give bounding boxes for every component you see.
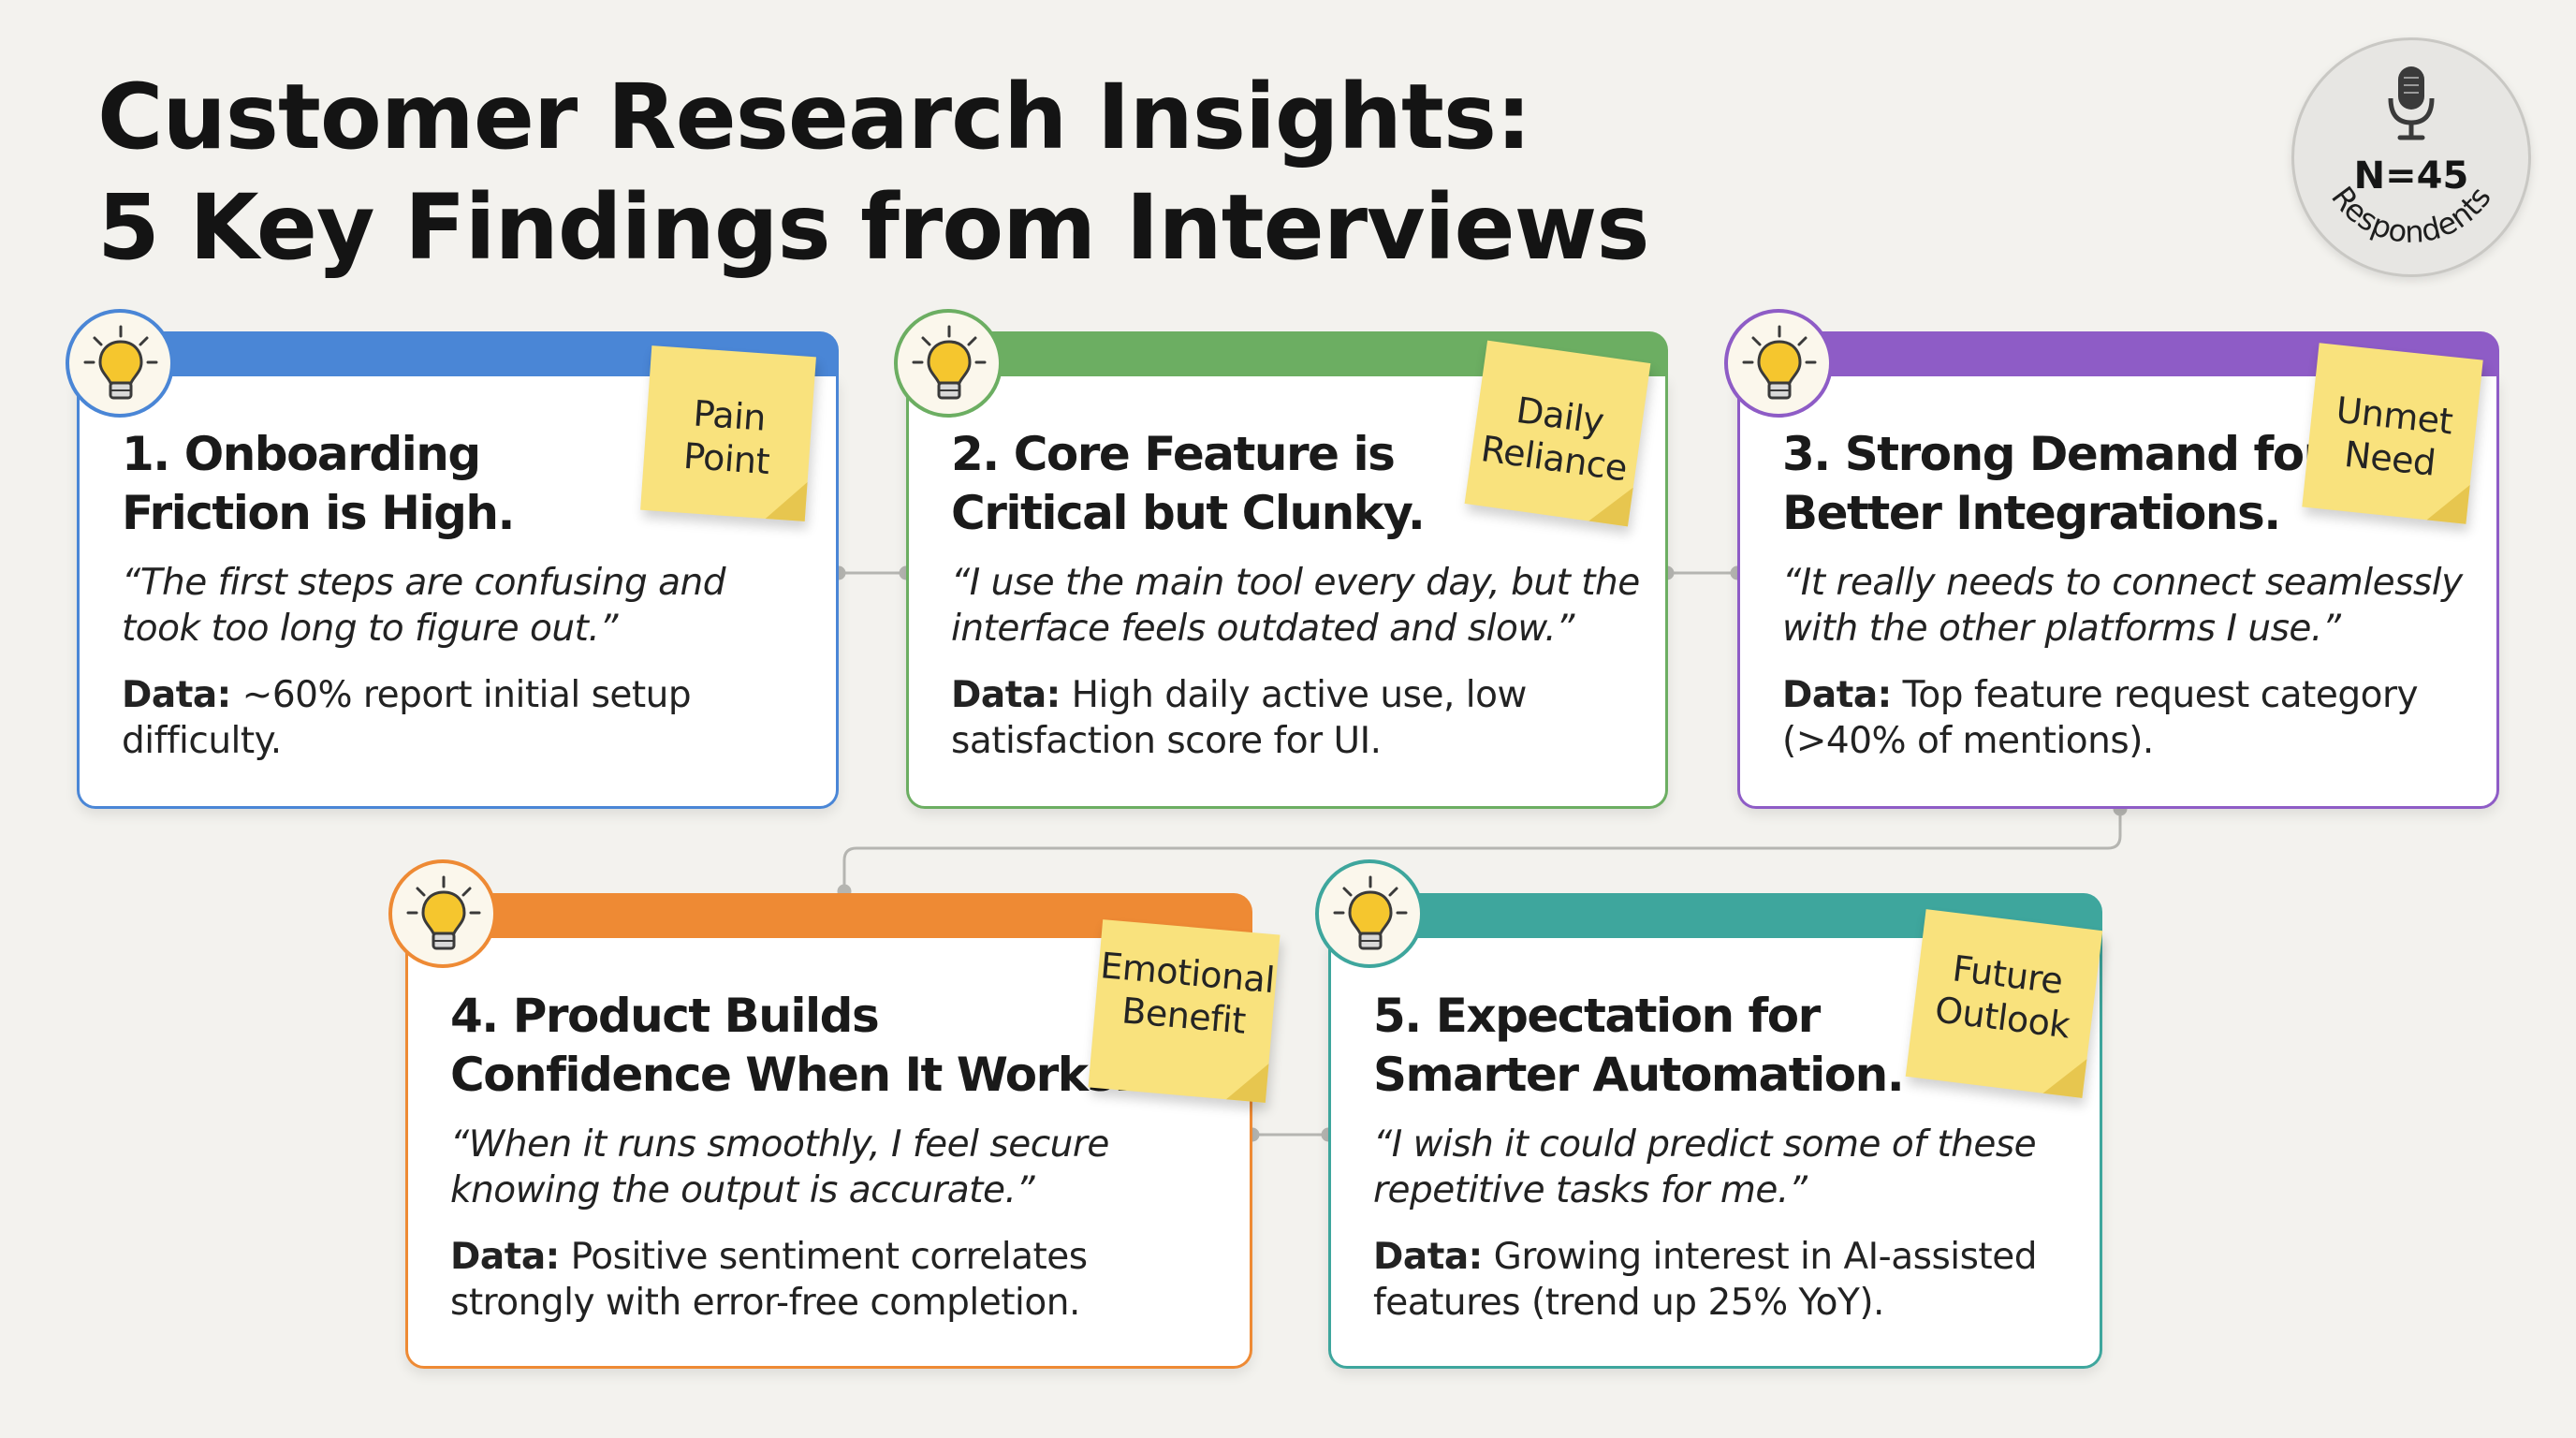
quote-line: “When it runs smoothly, I feel secure <box>450 1123 1109 1166</box>
data-text: Top feature request category <box>1902 674 2419 716</box>
quote-line: repetitive tasks for me.” <box>1373 1169 1808 1211</box>
lightbulb-icon <box>912 325 987 400</box>
data-line: Data: Growing interest in AI-assisted <box>1373 1234 2056 1280</box>
quote-line: knowing the output is accurate.” <box>450 1169 1035 1211</box>
heading-line: Better Integrations. <box>1782 486 2281 540</box>
heading-line: 3. Strong Demand for <box>1782 427 2326 481</box>
data-line: (>40% of mentions). <box>1782 720 2154 762</box>
quote-line: “It really needs to connect seamlessly <box>1782 562 2463 604</box>
finding-quote: “I use the main tool every day, but the … <box>951 560 1640 652</box>
finding-card-5: 5. Expectation for Smarter Automation. “… <box>1328 893 2102 1369</box>
data-line: difficulty. <box>122 720 282 762</box>
finding-heading: 4. Product Builds Confidence When It Wor… <box>450 987 1132 1105</box>
data-text: High daily active use, low <box>1071 674 1528 716</box>
lightbulb-icon <box>83 325 158 400</box>
respondents-label: Respondents <box>2324 180 2498 250</box>
note-fold <box>2426 480 2470 524</box>
finding-card-3: 3. Strong Demand for Better Integrations… <box>1737 331 2499 809</box>
bulb-badge-2 <box>894 309 1003 418</box>
finding-data: Data: ~60% report initial setup difficul… <box>122 672 805 764</box>
data-line: Data: Positive sentiment correlates <box>450 1234 1134 1280</box>
note-fold <box>765 479 808 521</box>
respondents-badge: N=45 Respondents <box>2291 37 2531 277</box>
sticky-note-2: Daily Reliance <box>1464 340 1651 527</box>
data-line: Data: High daily active use, low <box>951 672 1634 718</box>
data-line: satisfaction score for UI. <box>951 720 1382 762</box>
note-fold <box>2042 1054 2087 1098</box>
data-label: Data: <box>1373 1236 1483 1278</box>
heading-line: 4. Product Builds <box>450 989 880 1043</box>
sticky-note-text: Emotional Benefit <box>1093 944 1278 1045</box>
finding-quote: “When it runs smoothly, I feel secure kn… <box>450 1122 1134 1213</box>
note-fold <box>1588 481 1633 527</box>
data-text: ~60% report initial setup <box>242 674 692 716</box>
respondent-count: N=45 <box>2353 154 2469 198</box>
data-text: Positive sentiment correlates <box>570 1236 1088 1278</box>
data-line: features (trend up 25% YoY). <box>1373 1282 1884 1324</box>
bulb-badge-1 <box>66 309 174 418</box>
heading-line: 5. Expectation for <box>1373 989 1821 1043</box>
sticky-note-text: Future Outlook <box>1911 943 2099 1049</box>
data-label: Data: <box>450 1236 560 1278</box>
finding-quote: “It really needs to connect seamlessly w… <box>1782 560 2466 652</box>
heading-line: Critical but Clunky. <box>951 486 1426 540</box>
connector-3-4 <box>842 809 2122 891</box>
sticky-note-text: Daily Reliance <box>1470 383 1645 492</box>
lightbulb-icon <box>406 875 481 950</box>
finding-heading: 3. Strong Demand for Better Integrations… <box>1782 425 2326 543</box>
title-line-2: 5 Key Findings from Interviews <box>97 175 1649 280</box>
quote-line: “I wish it could predict some of these <box>1373 1123 2037 1166</box>
finding-data: Data: Growing interest in AI-assisted fe… <box>1373 1234 2056 1326</box>
finding-quote: “The first steps are confusing and took … <box>122 560 805 652</box>
finding-data: Data: Top feature request category (>40%… <box>1782 672 2466 764</box>
finding-data: Data: High daily active use, low satisfa… <box>951 672 1634 764</box>
lightbulb-icon <box>1742 325 1817 400</box>
quote-line: with the other platforms I use.” <box>1782 608 2341 650</box>
title-line-1: Customer Research Insights: <box>97 65 1531 169</box>
sticky-note-text: Pain Point <box>643 389 813 486</box>
data-line: Data: ~60% report initial setup <box>122 672 805 718</box>
finding-heading: 2. Core Feature is Critical but Clunky. <box>951 425 1475 543</box>
page-title: Customer Research Insights: 5 Key Findin… <box>97 62 1649 283</box>
data-line: strongly with error-free completion. <box>450 1282 1080 1324</box>
heading-line: Friction is High. <box>122 486 515 540</box>
finding-heading: 5. Expectation for Smarter Automation. <box>1373 987 1905 1105</box>
finding-card-4: 4. Product Builds Confidence When It Wor… <box>405 893 1252 1369</box>
sticky-note-text: Unmet Need <box>2305 386 2479 489</box>
heading-line: 1. Onboarding <box>122 427 481 481</box>
quote-line: took too long to figure out.” <box>122 608 618 650</box>
quote-line: “The first steps are confusing and <box>122 562 726 604</box>
microphone-icon <box>2388 66 2435 140</box>
bulb-badge-3 <box>1724 309 1833 418</box>
note-fold <box>1225 1060 1269 1103</box>
data-line: Data: Top feature request category <box>1782 672 2466 718</box>
quote-line: interface feels outdated and slow.” <box>951 608 1574 650</box>
finding-heading: 1. Onboarding Friction is High. <box>122 425 646 543</box>
sticky-note-4: Emotional Benefit <box>1088 919 1281 1103</box>
data-label: Data: <box>1782 674 1892 716</box>
quote-line: “I use the main tool every day, but the <box>951 562 1640 604</box>
heading-line: 2. Core Feature is <box>951 427 1396 481</box>
sticky-note-3: Unmet Need <box>2302 343 2483 524</box>
sticky-note-5: Future Outlook <box>1905 909 2103 1098</box>
data-label: Data: <box>951 674 1061 716</box>
data-label: Data: <box>122 674 231 716</box>
heading-line: Smarter Automation. <box>1373 1048 1905 1102</box>
bulb-badge-4 <box>388 859 497 968</box>
finding-quote: “I wish it could predict some of these r… <box>1373 1122 2056 1213</box>
bulb-badge-5 <box>1315 859 1424 968</box>
data-text: Growing interest in AI-assisted <box>1493 1236 2038 1278</box>
heading-line: Confidence When It Works. <box>450 1048 1132 1102</box>
sticky-note-1: Pain Point <box>640 345 816 521</box>
lightbulb-icon <box>1333 875 1408 950</box>
finding-data: Data: Positive sentiment correlates stro… <box>450 1234 1134 1326</box>
